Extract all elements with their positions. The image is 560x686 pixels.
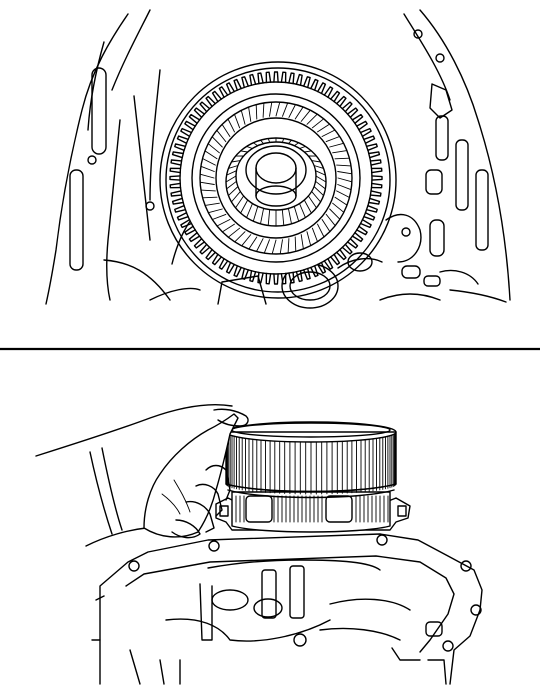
hub-splines [225,137,327,227]
transaxle-case [91,533,483,685]
case-left-wall [45,9,201,305]
hub-splines-side [235,495,389,523]
top-panel [45,9,511,309]
gear-web [199,101,353,255]
clutch-drum [215,421,411,533]
ring-gear-assembly [159,61,397,299]
case-right-wall [379,9,511,303]
ring-gear-teeth [169,71,383,285]
drum-splines [225,431,397,495]
bottom-panel [35,404,483,685]
hand [35,404,249,547]
